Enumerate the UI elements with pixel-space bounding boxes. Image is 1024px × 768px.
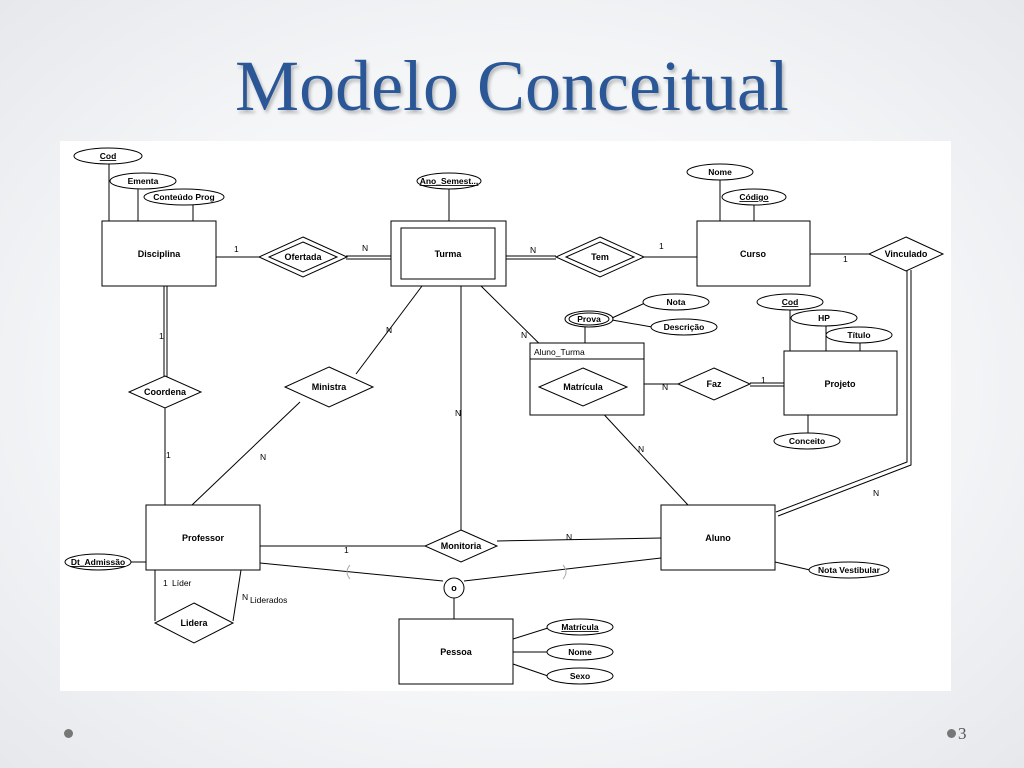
svg-text:Código: Código [739, 192, 768, 202]
svg-text:Conceito: Conceito [789, 436, 825, 446]
svg-text:Tem: Tem [591, 252, 609, 262]
svg-text:Ministra: Ministra [312, 382, 348, 392]
svg-text:Conteúdo Prog: Conteúdo Prog [153, 192, 214, 202]
page-number: 3 [958, 724, 967, 743]
role-liderados: Liderados [250, 595, 287, 605]
specialization-circle: o [443, 577, 465, 599]
attribute-pessoa-nome: Nome [546, 643, 614, 661]
attribute-prova-nota: Nota [642, 293, 710, 311]
svg-text:Disciplina: Disciplina [138, 249, 182, 259]
relationship-tem: Tem [554, 236, 646, 278]
svg-text:Cod: Cod [100, 151, 117, 161]
card-turma-ministra: N [386, 325, 392, 335]
svg-text:Ofertada: Ofertada [284, 252, 322, 262]
attribute-aluno-nota-vestibular: Nota Vestibular [808, 561, 890, 579]
card-lider: 1 [163, 578, 168, 588]
relationship-monitoria: Monitoria [423, 529, 499, 563]
entity-disciplina: Disciplina [101, 220, 217, 287]
entity-aluno: Aluno [660, 504, 776, 571]
card-aluno-matricula: N [638, 444, 644, 454]
svg-text:Pessoa: Pessoa [440, 647, 473, 657]
card-turma-tem: N [530, 245, 536, 255]
entity-turma: Turma [390, 220, 507, 287]
svg-text:Título: Título [847, 330, 870, 340]
attribute-projeto-hp: HP [790, 309, 858, 327]
svg-text:Ano_Semest...: Ano_Semest... [420, 176, 479, 186]
svg-text:Cod: Cod [782, 297, 799, 307]
svg-text:Prova: Prova [577, 314, 601, 324]
attribute-curso-codigo: Código [721, 188, 787, 206]
svg-text:Descrição: Descrição [664, 322, 705, 332]
slide-title: Modelo Conceitual [235, 46, 789, 126]
card-turma-monitoria: N [455, 408, 461, 418]
svg-text:Monitoria: Monitoria [441, 541, 482, 551]
svg-text:Coordena: Coordena [144, 387, 187, 397]
relationship-lidera: Lidera [153, 602, 235, 644]
entity-projeto: Projeto [783, 350, 898, 416]
card-liderados: N [242, 592, 248, 602]
card-professor-ministra: N [260, 452, 266, 462]
svg-text:Sexo: Sexo [570, 671, 590, 681]
attribute-projeto-titulo: Título [825, 326, 893, 344]
relationship-vinculado: Vinculado [867, 236, 945, 272]
attribute-curso-nome: Nome [686, 163, 754, 181]
attribute-projeto-conceito: Conceito [773, 432, 841, 450]
attribute-projeto-cod: Cod [756, 293, 824, 311]
card-matricula-faz: N [662, 382, 668, 392]
card-aluno-monitoria: N [566, 532, 572, 542]
attribute-pessoa-matricula: Matrícula [546, 618, 614, 636]
svg-text:Turma: Turma [435, 249, 463, 259]
card-turma-matricula: N [521, 330, 527, 340]
svg-text:Nome: Nome [568, 647, 592, 657]
right-bullet-dot [947, 729, 956, 738]
svg-text:Nota: Nota [667, 297, 686, 307]
svg-text:HP: HP [818, 313, 830, 323]
card-professor-monitoria: 1 [344, 545, 349, 555]
cardinality-labels: 1 N N 1 1 1 1 N N N N N N 1 N 1 N 1 Líde… [159, 241, 879, 605]
card-professor-coordena: 1 [166, 450, 171, 460]
entity-curso: Curso [696, 220, 811, 287]
er-diagram: Disciplina Turma Curso Aluno_Turma Proje… [64, 147, 945, 685]
attribute-prova: Prova [564, 310, 614, 328]
left-bullet-dot [64, 729, 73, 738]
svg-text:Nota Vestibular: Nota Vestibular [818, 565, 881, 575]
svg-text:Vinculado: Vinculado [885, 249, 928, 259]
card-disciplina-ofertada: 1 [234, 244, 239, 254]
svg-text:Professor: Professor [182, 533, 225, 543]
attribute-professor-dt-admissao: Dt_Admissão [64, 553, 132, 571]
card-turma-ofertada: N [362, 243, 368, 253]
svg-text:Lidera: Lidera [180, 618, 208, 628]
card-curso-tem: 1 [659, 241, 664, 251]
svg-text:Dt_Admissão: Dt_Admissão [71, 557, 125, 567]
relationship-ofertada: Ofertada [257, 236, 349, 278]
svg-text:Matrícula: Matrícula [561, 622, 599, 632]
relationship-matricula: Matrícula [537, 367, 629, 407]
card-disciplina-coordena: 1 [159, 331, 164, 341]
svg-text:Aluno: Aluno [705, 533, 731, 543]
relationship-coordena: Coordena [127, 375, 203, 409]
svg-text:Faz: Faz [706, 379, 722, 389]
relationship-ministra: Ministra [283, 366, 375, 408]
attribute-pessoa-sexo: Sexo [546, 667, 614, 685]
attribute-disciplina-ementa: Ementa [109, 172, 177, 190]
er-diagram-panel: Disciplina Turma Curso Aluno_Turma Proje… [60, 141, 951, 691]
svg-text:Curso: Curso [740, 249, 767, 259]
attribute-prova-descricao: Descrição [650, 318, 718, 336]
card-aluno-vinculado: N [873, 488, 879, 498]
role-lider: Líder [172, 578, 192, 588]
svg-text:Ementa: Ementa [128, 176, 159, 186]
svg-text:o: o [451, 583, 457, 593]
svg-text:Matrícula: Matrícula [563, 382, 604, 392]
svg-text:Projeto: Projeto [824, 379, 856, 389]
attribute-turma-ano: Ano_Semest... [416, 172, 482, 190]
card-projeto-faz: 1 [761, 375, 766, 385]
relationship-faz: Faz [676, 367, 752, 401]
entity-professor: Professor [145, 504, 261, 571]
attribute-disciplina-cod: Cod [73, 147, 143, 165]
svg-text:Nome: Nome [708, 167, 732, 177]
svg-text:Aluno_Turma: Aluno_Turma [534, 347, 585, 357]
card-curso-vinculado: 1 [843, 254, 848, 264]
entity-pessoa: Pessoa [398, 618, 514, 685]
attribute-disciplina-conteudo: Conteúdo Prog [143, 188, 225, 206]
